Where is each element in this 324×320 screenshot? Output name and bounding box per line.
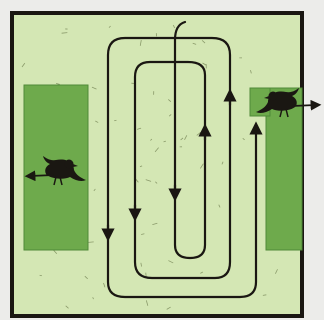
right-exit-arrow — [292, 105, 316, 106]
left-exit-arrow — [30, 175, 54, 176]
speckle — [62, 33, 68, 34]
right-patch — [266, 88, 302, 250]
speckle — [114, 120, 116, 121]
speckle — [88, 242, 93, 243]
